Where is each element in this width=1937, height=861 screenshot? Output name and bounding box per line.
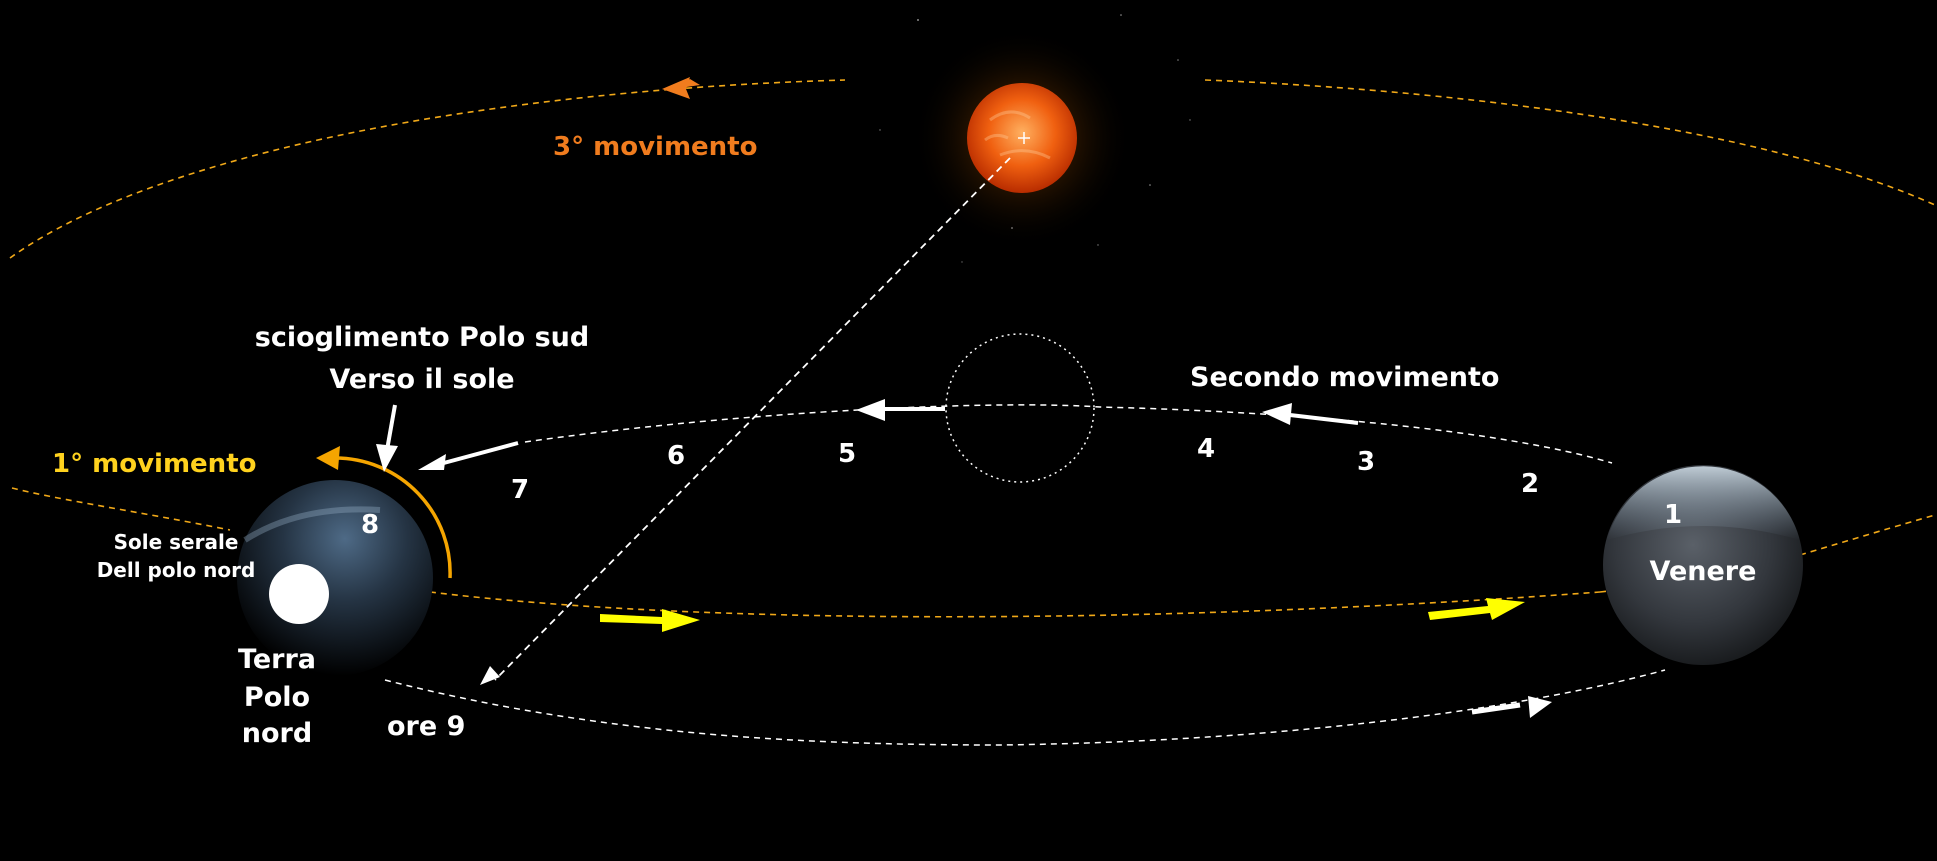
- label-third-motion: 3° movimento: [553, 132, 757, 162]
- sun-ray-line: [494, 157, 1011, 681]
- position-1: 1: [1664, 500, 1682, 530]
- earth-terminator: [243, 506, 381, 543]
- white-arrow-lower: [1471, 696, 1552, 718]
- label-south-pole-line1: scioglimento Polo sud: [255, 322, 589, 353]
- label-first-motion: 1° movimento: [52, 449, 256, 479]
- label-ore9: ore 9: [387, 711, 465, 742]
- yellow-orbit: [429, 591, 1601, 618]
- outer-orbit-lower-right: [1799, 514, 1936, 556]
- yellow-arrow-right: [1428, 598, 1525, 620]
- position-6: 6: [667, 441, 685, 471]
- evening-sun: [269, 564, 329, 624]
- position-3: 3: [1357, 447, 1375, 477]
- first-motion-arrowhead: [316, 446, 340, 470]
- label-earth-line1: Terra: [238, 644, 316, 675]
- sun-surface-texture: [984, 110, 1051, 160]
- first-motion-arc: [334, 456, 452, 579]
- white-arrow-3: [1262, 403, 1359, 425]
- position-8: 8: [361, 510, 379, 540]
- white-upper-orbit: [524, 404, 1613, 464]
- outer-orbit-lower-left: [11, 487, 231, 531]
- white-lower-orbit: [384, 669, 1666, 746]
- label-evening-sun-line1: Sole serale: [114, 530, 239, 554]
- label-second-motion: Secondo movimento: [1190, 362, 1499, 393]
- sun-ray-arrowhead: [480, 666, 500, 685]
- sun-center-cross: [1018, 132, 1030, 144]
- white-arrow-5: [856, 399, 945, 421]
- third-motion-arrow: [673, 79, 700, 99]
- label-earth-line2: Polo: [244, 682, 310, 713]
- outer-orbit-right: [1204, 79, 1936, 206]
- position-5: 5: [838, 439, 856, 469]
- earth: [237, 480, 433, 676]
- outer-orbit: [9, 79, 846, 259]
- south-pole-arrowhead: [376, 444, 398, 472]
- venus-bright-cap: [1607, 466, 1800, 540]
- label-venus: Venere: [1650, 556, 1757, 587]
- dotted-circle: [945, 333, 1095, 483]
- position-7: 7: [511, 475, 529, 505]
- label-south-pole-line2: Verso il sole: [329, 364, 514, 395]
- third-motion-arrowhead: [662, 77, 690, 99]
- white-arrow-7: [418, 441, 519, 470]
- yellow-arrow-left: [600, 609, 700, 632]
- position-2: 2: [1521, 469, 1539, 499]
- position-4: 4: [1197, 434, 1215, 464]
- south-pole-arrow-line: [385, 404, 397, 451]
- label-earth-line3: nord: [242, 718, 312, 749]
- label-evening-sun-line2: Dell polo nord: [97, 558, 256, 582]
